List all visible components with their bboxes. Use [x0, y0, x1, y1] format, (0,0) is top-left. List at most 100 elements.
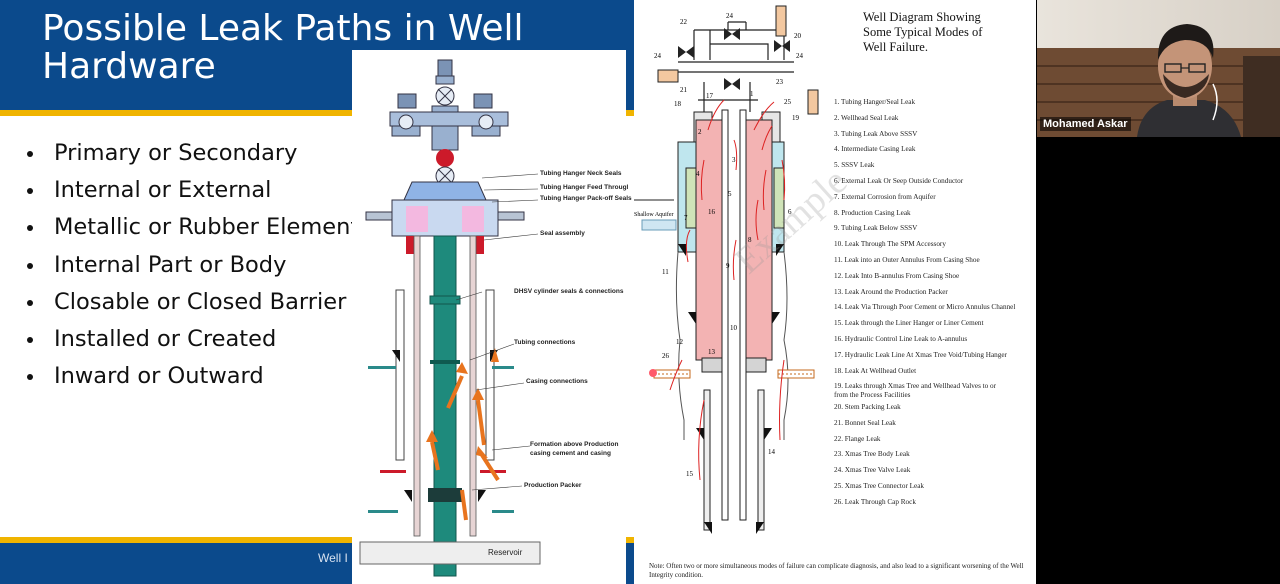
well-hardware-diagram: Tubing Hanger Neck Seals Tubing Hanger F… — [352, 50, 632, 584]
well-hardware-drawing — [359, 59, 541, 577]
bullet-item: Primary or Secondary — [22, 140, 359, 177]
title-line: Some Typical Modes of — [863, 25, 983, 39]
bullet-dot-icon — [27, 225, 33, 232]
legend-item: 19. Leaks through Xmas Tree and Wellhead… — [834, 382, 997, 391]
bullet-item: Internal Part or Body — [22, 252, 359, 289]
legend-item: 22. Flange Leak — [834, 434, 881, 443]
diagram-number: 13 — [708, 348, 715, 356]
well-failure-drawing — [634, 5, 819, 534]
video-call-panel: Mohamed Askar — [1036, 0, 1280, 584]
legend-item: 18. Leak At Wellhead Outlet — [834, 366, 917, 375]
legend-item: 26. Leak Through Cap Rock — [834, 497, 916, 506]
diagram-number: 6 — [788, 208, 792, 216]
diagram-number: 7 — [684, 214, 688, 222]
legend-item: 20. Stem Packing Leak — [834, 403, 901, 411]
legend-item: 12. Leak Into B-annulus From Casing Shoe — [834, 271, 960, 280]
diagram-number: 23 — [776, 78, 783, 86]
diagram-number: 1 — [750, 90, 754, 98]
legend-item: 5. SSSV Leak — [834, 161, 875, 170]
bullet-dot-icon — [27, 299, 33, 306]
diagram-number: 5 — [728, 190, 732, 198]
legend-item: 14. Leak Via Through Poor Cement or Micr… — [834, 303, 1016, 312]
bullet-list: Primary or Secondary Internal or Externa… — [22, 140, 359, 400]
diagram-number: 24 — [654, 52, 661, 60]
diagram-label: Reservoir — [488, 548, 523, 557]
diagram-number: 18 — [674, 100, 681, 108]
participant-name-label: Mohamed Askar — [1040, 117, 1131, 131]
legend-item: 16. Hydraulic Control Line Leak to A-ann… — [834, 335, 968, 343]
legend-item: 7. External Corrosion from Aquifer — [834, 192, 936, 201]
diagram-number: 15 — [686, 470, 693, 478]
diagram-number: 12 — [676, 338, 683, 346]
diagram-number: 17 — [706, 92, 713, 100]
diagram-number: 19 — [792, 114, 799, 122]
diagram-label: Tubing connections — [514, 339, 576, 346]
diagram-number: 21 — [680, 86, 687, 94]
legend-item: 15. Leak through the Liner Hanger or Lin… — [834, 319, 984, 328]
legend-item: 10. Leak Through The SPM Accessory — [834, 240, 946, 249]
legend-item: 8. Production Casing Leak — [834, 208, 911, 217]
diagram-label: casing cement and casing — [530, 450, 611, 457]
diagram-label: DHSV cylinder seals & connections — [514, 288, 624, 295]
diagram-number: 10 — [730, 324, 737, 332]
title-line: Well Failure. — [863, 40, 928, 54]
bullet-item: Metallic or Rubber Element — [22, 214, 359, 251]
diagram-number: 2 — [698, 128, 702, 136]
diagram-number: 20 — [794, 32, 801, 40]
legend-item: 3. Tubing Leak Above SSSV — [834, 129, 918, 138]
slide-header-stripe — [0, 110, 634, 116]
legend-item: 23. Xmas Tree Body Leak — [834, 450, 910, 459]
title-line: Well Diagram Showing — [863, 10, 981, 24]
diagram-label: Tubing Hanger Feed Througl — [540, 184, 629, 191]
legend-item: 17. Hydraulic Leak Line At Xmas Tree Voi… — [834, 350, 1007, 359]
diagram-number: 14 — [768, 448, 775, 456]
diagram-number: 4 — [696, 170, 700, 178]
bullet-dot-icon — [27, 336, 33, 343]
diagram-number: 24 — [796, 52, 803, 60]
bullet-item: Inward or Outward — [22, 363, 359, 400]
slide-title: Possible Leak Paths in Well Hardware — [42, 8, 524, 87]
bullet-item: Internal or External — [22, 177, 359, 214]
participant-video-tile[interactable]: Mohamed Askar — [1037, 0, 1280, 137]
right-diagram-title: Well Diagram Showing Some Typical Modes … — [863, 10, 982, 55]
diagram-label: Tubing Hanger Pack-off Seals — [540, 195, 632, 202]
legend-item: 6. External Leak Or Seep Outside Conduct… — [834, 177, 964, 185]
bullet-item: Closable or Closed Barrier — [22, 289, 359, 326]
bullet-dot-icon — [27, 151, 33, 157]
legend-item: 25. Xmas Tree Connector Leak — [834, 482, 925, 490]
bullet-dot-icon — [27, 262, 33, 269]
legend-item: 2. Wellhead Seal Leak — [834, 113, 899, 122]
diagram-number: 25 — [784, 98, 791, 106]
well-failure-diagram: Well Diagram Showing Some Typical Modes … — [634, 0, 1036, 584]
legend-item: 13. Leak Around the Production Packer — [834, 287, 948, 296]
footer-text: Well I — [318, 551, 348, 565]
diagram-number: 8 — [748, 236, 752, 244]
legend-item: from the Process Facilities — [834, 391, 911, 399]
participant-video-frame — [1037, 0, 1280, 137]
diagram-number: 24 — [726, 12, 733, 20]
diagram-note: Note: Often two or more simultaneous mod… — [649, 562, 1024, 579]
diagram-label: Formation above Production — [530, 441, 619, 448]
bullet-dot-icon — [27, 188, 33, 195]
diagram-label: Seal assembly — [540, 230, 585, 237]
legend-item: 24. Xmas Tree Valve Leak — [834, 466, 911, 475]
legend-item: 11. Leak into an Outer Annulus From Casi… — [834, 256, 980, 264]
diagram-label: Tubing Hanger Neck Seals — [540, 170, 622, 177]
legend-item: 4. Intermediate Casing Leak — [834, 145, 916, 154]
slide-footer-stripe — [0, 537, 634, 543]
diagram-number: 11 — [662, 268, 669, 276]
legend-item: 21. Bonnet Seal Leak — [834, 418, 896, 427]
diagram-number: 16 — [708, 208, 715, 216]
aquifer-label: Shallow Aquifer — [634, 212, 674, 218]
diagram-number: 22 — [680, 18, 687, 26]
diagram-label: Casing connections — [526, 378, 588, 385]
legend-item: 1. Tubing Hanger/Seal Leak — [834, 98, 916, 106]
diagram-number: 9 — [726, 262, 730, 270]
legend-item: 9. Tubing Leak Below SSSV — [834, 224, 918, 233]
diagram-number: 26 — [662, 352, 669, 360]
diagram-label: Production Packer — [524, 482, 582, 489]
bullet-dot-icon — [27, 374, 33, 381]
presentation-slide: Possible Leak Paths in Well Hardware Pri… — [0, 0, 634, 584]
diagram-number: 3 — [732, 156, 736, 164]
bullet-item: Installed or Created — [22, 326, 359, 363]
